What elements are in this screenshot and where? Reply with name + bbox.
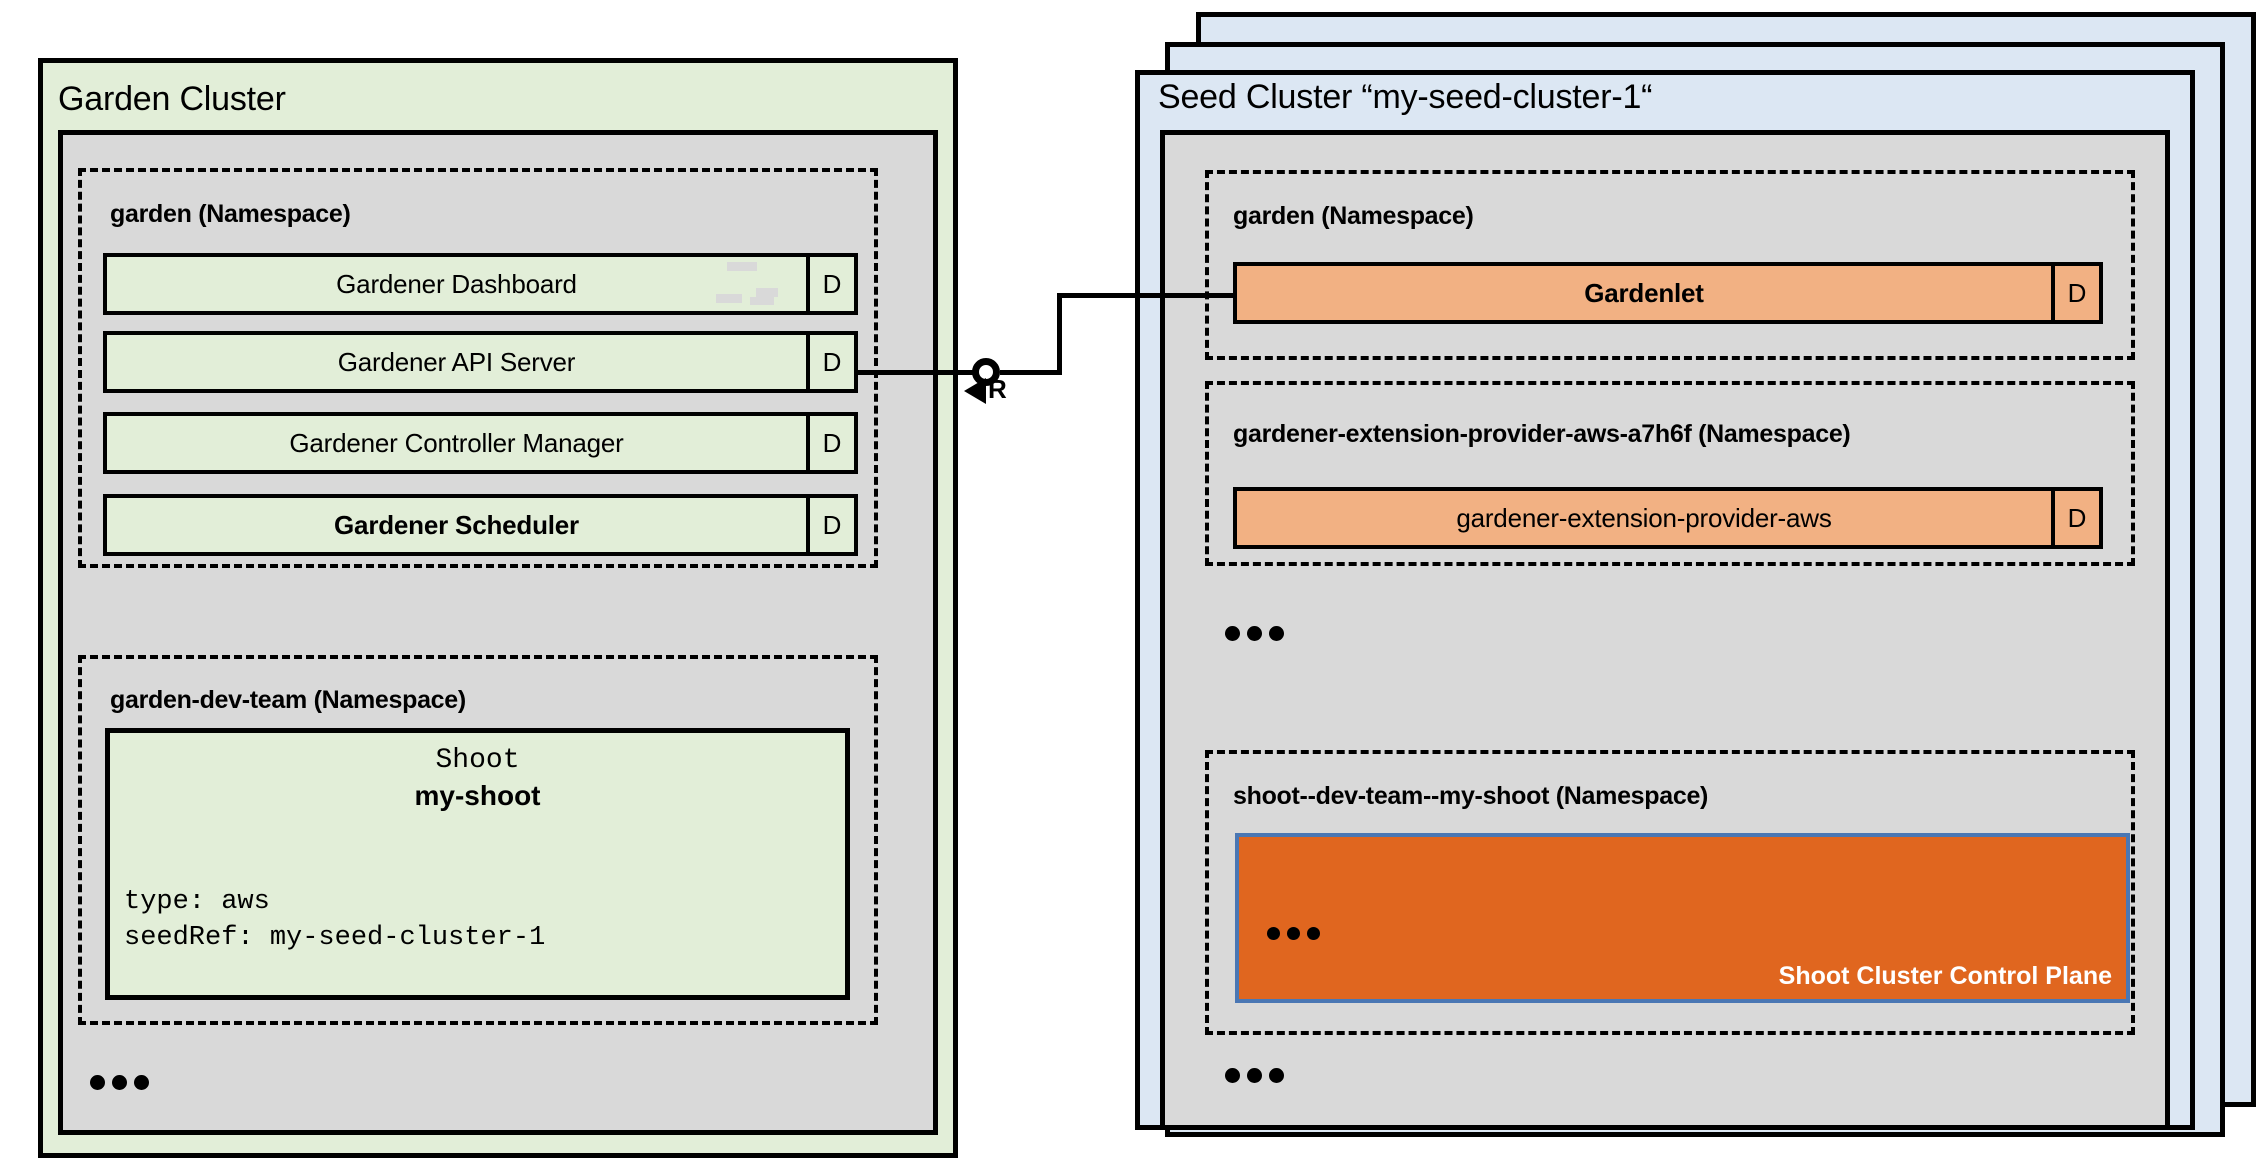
connector-segment-vertical <box>1057 293 1062 375</box>
control-plane-label: Shoot Cluster Control Plane <box>1778 962 2112 990</box>
component-label-gardenlet: Gardenlet <box>1233 262 2055 324</box>
render-artifact <box>727 262 757 271</box>
connector-segment-horizontal-left <box>858 370 978 375</box>
control-plane-ellipsis <box>1267 927 1320 940</box>
seed-cluster-bottom-ellipsis <box>1225 1068 1284 1083</box>
deployment-badge: D <box>810 331 858 393</box>
shoot-spec-seed-ref: seedRef: my-seed-cluster-1 <box>124 923 546 954</box>
component-row-gardenlet[interactable]: Gardenlet D <box>1233 262 2103 324</box>
shoot-name-label: my-shoot <box>414 780 541 811</box>
garden-cluster-title: Garden Cluster <box>58 80 286 118</box>
shoot-spec-type: type: aws <box>124 887 270 917</box>
seed-cluster-title: Seed Cluster “my-seed-cluster-1“ <box>1158 78 1653 116</box>
render-artifact <box>750 297 774 305</box>
seed-extension-namespace-box <box>1205 381 2135 566</box>
shoot-kind-label: Shoot <box>435 745 520 776</box>
component-label-gardener-api-server: Gardener API Server <box>103 331 810 393</box>
component-row-gardener-controller-manager[interactable]: Gardener Controller Manager D <box>103 412 858 474</box>
component-label-gardener-dashboard: Gardener Dashboard <box>103 253 810 315</box>
component-row-gardener-extension-provider-aws[interactable]: gardener-extension-provider-aws D <box>1233 487 2103 549</box>
component-row-gardener-api-server[interactable]: Gardener API Server D <box>103 331 858 393</box>
render-artifact <box>756 288 778 297</box>
render-artifact <box>716 294 742 303</box>
deployment-badge: D <box>810 253 858 315</box>
deployment-badge: D <box>810 494 858 556</box>
seed-cluster-middle-ellipsis <box>1225 626 1284 641</box>
component-label-gardener-controller-manager: Gardener Controller Manager <box>103 412 810 474</box>
connector-segment-horizontal-right <box>1057 293 1237 298</box>
seed-extension-namespace-label: gardener-extension-provider-aws-a7h6f (N… <box>1233 420 1851 448</box>
connector-label-r: R <box>988 374 1007 404</box>
seed-shoot-namespace-box <box>1205 750 2135 1035</box>
seed-garden-namespace-box <box>1205 170 2135 360</box>
garden-namespace-box <box>78 168 878 568</box>
connector-segment-horizontal-mid <box>1000 370 1062 375</box>
deployment-badge: D <box>2055 487 2103 549</box>
seed-garden-namespace-label: garden (Namespace) <box>1233 202 1474 230</box>
component-label-gardener-scheduler: Gardener Scheduler <box>103 494 810 556</box>
seed-shoot-namespace-label: shoot--dev-team--my-shoot (Namespace) <box>1233 782 1709 810</box>
garden-dev-team-namespace-box <box>78 655 878 1025</box>
component-row-gardener-dashboard[interactable]: Gardener Dashboard D <box>103 253 858 315</box>
shoot-resource-box[interactable]: Shoot my-shoot type: aws seedRef: my-see… <box>105 728 850 1000</box>
deployment-badge: D <box>810 412 858 474</box>
shoot-cluster-control-plane-box[interactable]: Shoot Cluster Control Plane <box>1235 833 2130 1003</box>
connector-arrowhead <box>964 378 986 404</box>
garden-dev-team-namespace-label: garden-dev-team (Namespace) <box>110 686 466 714</box>
component-label-gardener-extension-provider-aws: gardener-extension-provider-aws <box>1233 487 2055 549</box>
garden-namespace-label: garden (Namespace) <box>110 200 351 228</box>
component-row-gardener-scheduler[interactable]: Gardener Scheduler D <box>103 494 858 556</box>
deployment-badge: D <box>2055 262 2103 324</box>
garden-cluster-ellipsis <box>90 1075 149 1090</box>
